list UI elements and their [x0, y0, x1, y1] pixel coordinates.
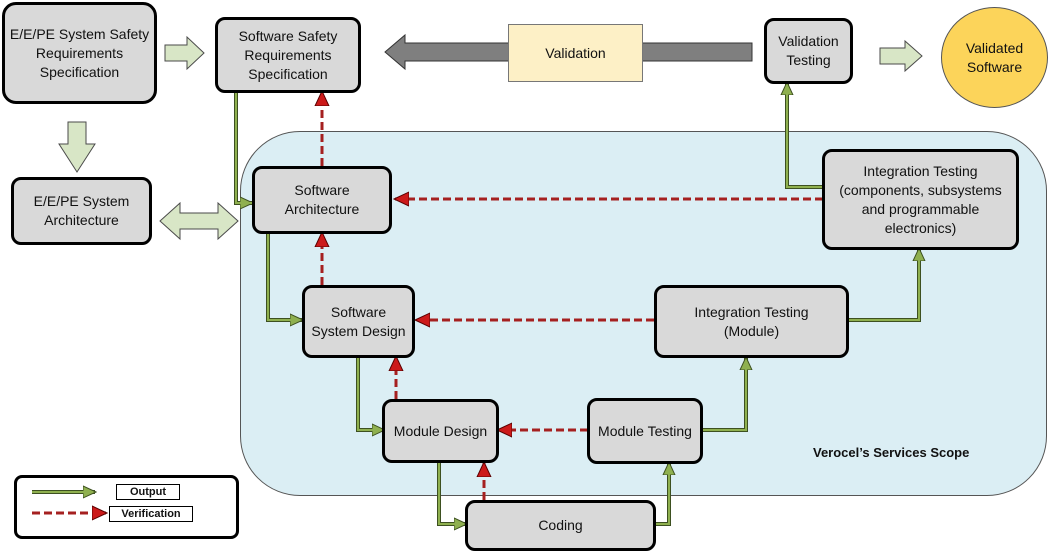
legend-verification-label: Verification [109, 506, 193, 522]
integration-testing-components-box: Integration Testing (components, subsyst… [822, 149, 1019, 250]
block-arrow-arch-bidirectional [159, 201, 239, 241]
software-safety-requirements-box: Software Safety Requirements Specificati… [215, 17, 361, 93]
legend-output-label: Output [116, 484, 180, 500]
validated-software-circle: Validated Software [941, 7, 1048, 108]
validation-box: Validation [508, 24, 643, 82]
integration-testing-module-box: Integration Testing (Module) [654, 285, 849, 358]
ee-system-safety-requirements-box: E/E/PE System Safety Requirements Specif… [2, 2, 157, 104]
module-testing-box: Module Testing [587, 398, 703, 464]
block-arrow-req-to-swreq [164, 35, 205, 71]
output-arrow-swreq-to-swarch [234, 92, 252, 203]
validation-testing-box: Validation Testing [764, 18, 853, 84]
output-arrow-moddesign-to-coding [437, 462, 466, 524]
software-architecture-box: Software Architecture [252, 166, 392, 234]
output-arrow-swarch-to-sysdesign [266, 232, 302, 320]
output-arrow-inttestcomp-to-valtesting [787, 83, 823, 189]
output-arrow-inttestmodule-to-inttestcomp [848, 249, 919, 322]
output-arrow-modtesting-to-inttestmodule [702, 358, 746, 432]
software-system-design-box: Software System Design [302, 285, 415, 358]
block-arrow-req-to-arch [58, 121, 96, 173]
coding-box: Coding [465, 500, 656, 551]
output-arrow-coding-to-modtesting [655, 463, 669, 526]
services-scope-label: Verocel’s Services Scope [813, 445, 970, 460]
module-design-box: Module Design [382, 399, 499, 463]
block-arrow-to-validated [879, 39, 923, 73]
output-arrow-sysdesign-to-moddesign [356, 356, 384, 430]
ee-system-architecture-box: E/E/PE System Architecture [11, 177, 152, 245]
